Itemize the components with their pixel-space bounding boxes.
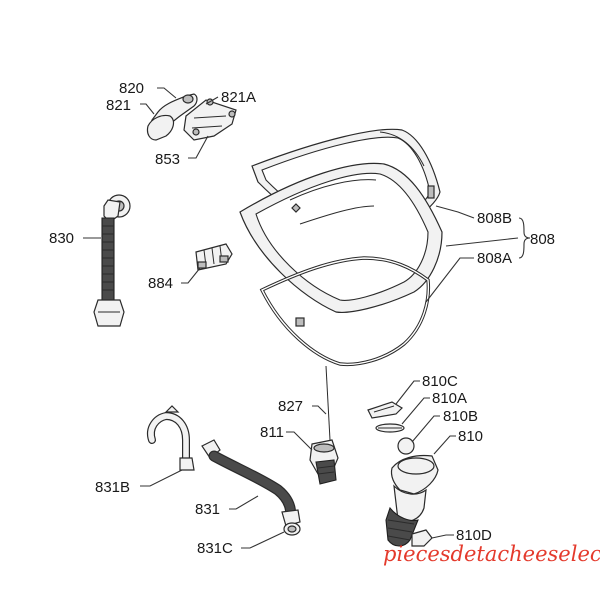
svg-text:821: 821 bbox=[106, 97, 131, 114]
svg-text:808: 808 bbox=[530, 231, 555, 248]
label-810c: 810C bbox=[395, 373, 458, 405]
label-831b: 831B bbox=[95, 469, 183, 496]
part-clip-884 bbox=[195, 243, 233, 271]
svg-text:820: 820 bbox=[119, 80, 144, 97]
label-831: 831 bbox=[195, 495, 259, 518]
label-831c: 831C bbox=[197, 531, 285, 557]
label-810b: 810B bbox=[411, 408, 478, 443]
label-821: 821 bbox=[106, 97, 155, 115]
label-884: 884 bbox=[148, 267, 201, 292]
label-830: 830 bbox=[49, 230, 101, 247]
part-clamp-831c bbox=[283, 522, 301, 536]
part-drain-hose-830 bbox=[93, 194, 131, 327]
svg-text:831B: 831B bbox=[95, 479, 130, 496]
watermark-text: piecesdetacheeselec.com bbox=[383, 542, 600, 566]
label-827: 827 bbox=[278, 398, 327, 415]
part-sump-810 bbox=[367, 401, 439, 547]
part-hose-bend-831b bbox=[147, 405, 195, 471]
label-810: 810 bbox=[433, 428, 483, 455]
label-808a: 808A bbox=[425, 250, 512, 303]
svg-text:810C: 810C bbox=[422, 373, 458, 390]
part-hose-831 bbox=[201, 439, 301, 527]
svg-text:830: 830 bbox=[49, 230, 74, 247]
label-810a: 810A bbox=[401, 390, 467, 425]
svg-text:821A: 821A bbox=[221, 89, 256, 106]
label-811: 811 bbox=[260, 424, 313, 451]
svg-text:884: 884 bbox=[148, 275, 173, 292]
label-821a: 821A bbox=[205, 89, 256, 106]
svg-text:827: 827 bbox=[278, 398, 303, 415]
bracket-808: 808 bbox=[518, 217, 555, 259]
part-lid-ring bbox=[239, 162, 443, 313]
label-853: 853 bbox=[155, 135, 209, 168]
svg-text:853: 853 bbox=[155, 151, 180, 168]
svg-text:810B: 810B bbox=[443, 408, 478, 425]
svg-text:810A: 810A bbox=[432, 390, 467, 407]
svg-text:831C: 831C bbox=[197, 540, 233, 557]
part-pressure-switch-811 bbox=[309, 365, 339, 485]
svg-text:811: 811 bbox=[260, 424, 284, 441]
svg-text:810D: 810D bbox=[456, 527, 492, 544]
label-810d: 810D bbox=[431, 527, 492, 544]
label-820: 820 bbox=[119, 80, 177, 99]
label-808b: 808B bbox=[435, 205, 512, 227]
svg-text:808A: 808A bbox=[477, 250, 512, 267]
leader-808-ring bbox=[445, 237, 519, 247]
svg-text:831: 831 bbox=[195, 501, 220, 518]
svg-text:810: 810 bbox=[458, 428, 483, 445]
svg-text:808B: 808B bbox=[477, 210, 512, 227]
part-gasket-808a bbox=[259, 256, 431, 367]
